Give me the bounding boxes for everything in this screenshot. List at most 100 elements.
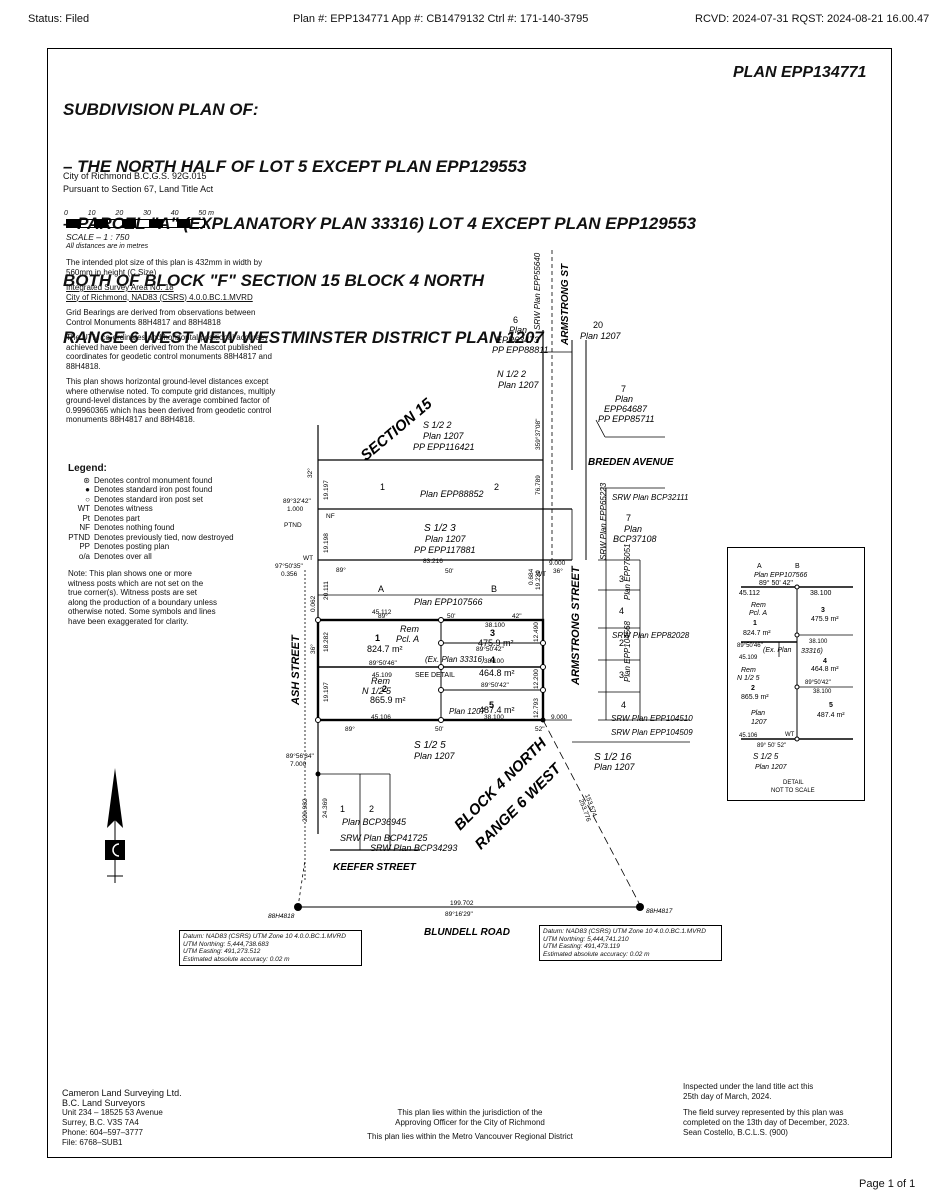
north-arrow-icon xyxy=(105,768,125,883)
dimension: 89°50'42" xyxy=(476,645,505,653)
lot-label: 7 xyxy=(626,513,631,523)
detail-dimension: 45.112 xyxy=(739,590,760,597)
plan-number: PLAN EPP134771 xyxy=(733,64,867,81)
detail-dimension: 38.100 xyxy=(810,590,832,597)
dimension: 89°32'42" xyxy=(283,497,312,505)
detail-dimension: 89°50'42" xyxy=(805,680,831,686)
legend-title: Legend: xyxy=(68,463,107,474)
dimension: 50' xyxy=(435,726,443,733)
detail-label: N 1/2 5 xyxy=(737,675,760,682)
dimension: 89°50'46" xyxy=(369,659,398,667)
scale-tick: 30 xyxy=(143,210,151,217)
detail-label: 33316) xyxy=(801,648,823,655)
datum-line: Datum: NAD83 (CSRS) UTM Zone 10 4.0.0.BC… xyxy=(183,933,346,940)
armstrong-st-label: ARMSTRONG ST xyxy=(560,263,571,346)
firm-line: Surrey, B.C. V3S 7A4 xyxy=(62,1118,139,1127)
scale-tick: 0 xyxy=(64,210,68,217)
lot-area: 824.7 m² xyxy=(367,644,403,654)
page-indicator: Page 1 of 1 xyxy=(859,1178,916,1190)
see-detail-label: SEE DETAIL xyxy=(415,672,455,679)
firm-line: Cameron Land Surveying Ltd. xyxy=(62,1088,182,1098)
detail-area: 464.8 m² xyxy=(811,666,839,673)
lot-area: 487.4 m² xyxy=(479,705,515,715)
detail-label: Pcl. A xyxy=(749,610,767,617)
dimension: 36° xyxy=(553,567,563,575)
lot-label: 20 xyxy=(593,320,603,330)
dimension: 45.106 xyxy=(371,714,391,721)
lot-label: Pcl. A xyxy=(396,634,419,644)
legend-text: Denotes over all xyxy=(94,551,152,561)
inspection-line: Inspected under the land title act this xyxy=(683,1082,814,1091)
dimension: 42" xyxy=(512,613,522,620)
detail-area: 475.9 m² xyxy=(811,616,839,623)
lot-label: S 1/2 16 xyxy=(594,752,632,763)
dimension: 0.356 xyxy=(281,571,298,578)
detail-label: S 1/2 5 xyxy=(753,752,779,761)
inspection-note: Inspected under the land title act this … xyxy=(683,1082,849,1138)
lot-label: Plan xyxy=(615,394,633,404)
dimension: WT xyxy=(303,555,313,562)
dimension: 19.198 xyxy=(323,533,330,553)
lot-label: PP EPP116421 xyxy=(413,442,475,452)
firm-line: File: 6768–SUB1 xyxy=(62,1138,123,1147)
dimension: 76.789 xyxy=(535,475,542,495)
plan-label: Plan EPP104568 xyxy=(623,621,632,682)
legend-symbol: PP xyxy=(79,542,90,551)
new-lot-number: 3 xyxy=(490,628,495,638)
firm-line: B.C. Land Surveyors xyxy=(62,1098,146,1108)
scale-ratio: SCALE – 1 : 750 xyxy=(66,232,130,242)
datum-line: UTM Northing: 5,444,741.210 xyxy=(543,935,629,943)
detail-label: Rem xyxy=(741,667,756,674)
legend-text: Denotes posting plan xyxy=(94,542,170,551)
blundell-road-label: BLUNDELL ROAD xyxy=(424,927,510,938)
lot-label: EPP64687 xyxy=(604,404,648,414)
legend-item: ⊛Denotes control monument found xyxy=(68,476,238,486)
lot-area: 475.9 m² xyxy=(478,638,514,648)
title-line: RANGE 6 WEST NEW WESTMINSTER DISTRICT PL… xyxy=(63,328,544,347)
datum-line: Estimated absolute accuracy: 0.02 m xyxy=(543,950,650,958)
plan-label: Plan 1207 xyxy=(449,707,486,716)
lot-label: S 1/2 3 xyxy=(424,523,456,534)
dimension: 83.216 xyxy=(423,558,443,565)
dimension: 89° xyxy=(345,725,355,733)
datum-line: UTM Easting: 491,473.119 xyxy=(543,943,620,950)
plan-label: Plan EPP88852 xyxy=(420,489,484,499)
detail-drawing: A B Plan EPP107566 89° 50' 42" 45.112 38… xyxy=(737,563,853,794)
plan-label: Plan BCP36945 xyxy=(342,817,407,827)
status-label: Status: Filed xyxy=(28,13,90,25)
lot-label: 1 xyxy=(380,482,385,492)
breden-avenue-label: BREDEN AVENUE xyxy=(588,457,674,468)
title-line: – THE NORTH HALF OF LOT 5 EXCEPT PLAN EP… xyxy=(63,157,527,176)
jurisdiction-line: This plan lies within the jurisdiction o… xyxy=(397,1108,543,1117)
dimension: PTND xyxy=(284,522,302,529)
legend: Legend: ⊛Denotes control monument found … xyxy=(68,464,238,626)
srw-label: SRW Plan EPP82028 xyxy=(612,631,690,640)
legend-symbol: WT xyxy=(77,504,90,513)
jurisdiction-line: Approving Officer for the City of Richmo… xyxy=(395,1118,545,1127)
dimension: 89°56'34" xyxy=(286,752,315,760)
plan-label: Plan EPP107566 xyxy=(414,597,483,607)
dimension: 229.982 xyxy=(302,798,309,822)
dimension: 12.793 xyxy=(533,698,540,718)
dimension: 89°16'29" xyxy=(445,910,474,918)
scale-tick: 40 xyxy=(170,210,179,217)
plan-sheet xyxy=(47,48,892,1158)
detail-lot: 1 xyxy=(753,620,757,627)
lot-label: S 1/2 2 xyxy=(423,420,452,430)
dimension: 24.369 xyxy=(322,798,329,818)
detail-lot: 2 xyxy=(751,685,755,692)
lot-label: 4 xyxy=(619,606,624,616)
detail-dimension: 38.100 xyxy=(813,689,832,695)
bearings-note: Grid Bearings are derived from observati… xyxy=(66,308,256,327)
detail-label: A xyxy=(757,563,762,570)
detail-lot: 3 xyxy=(821,607,825,614)
detail-caption: DETAIL xyxy=(783,780,804,786)
dimension: 19.229 xyxy=(535,570,542,590)
detail-label: 1207 xyxy=(751,719,768,726)
dimension: 9.000 xyxy=(551,714,568,721)
detail-label: B xyxy=(795,563,800,570)
ex-plan-label: (Ex. Plan 33316) xyxy=(425,655,485,664)
lot-label: BCP37108 xyxy=(613,534,657,544)
